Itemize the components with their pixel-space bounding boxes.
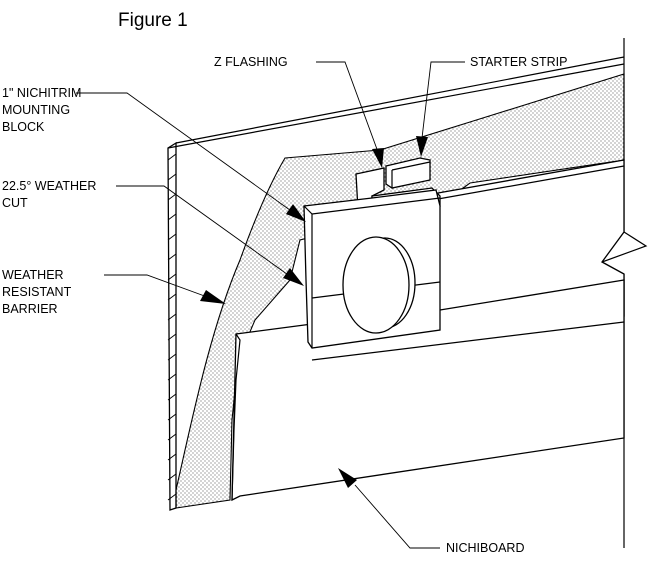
figure-title: Figure 1 xyxy=(118,10,188,31)
label-z-flashing: Z FLASHING xyxy=(214,55,288,69)
label-mounting-block-line3: BLOCK xyxy=(2,120,45,134)
label-barrier-line1: WEATHER xyxy=(2,268,64,282)
label-mounting-block-line1: 1" NICHITRIM xyxy=(2,86,81,100)
label-starter-strip: STARTER STRIP xyxy=(470,55,567,69)
label-mounting-block-line2: MOUNTING xyxy=(2,103,70,117)
label-barrier-line2: RESISTANT xyxy=(2,285,72,299)
mounting-block xyxy=(303,189,441,349)
label-nichiboard: NICHIBOARD xyxy=(446,541,524,555)
label-weather-cut-line1: 22.5° WEATHER xyxy=(2,179,96,193)
weather-resistant-barrier xyxy=(175,73,625,509)
label-barrier-line3: BARRIER xyxy=(2,302,58,316)
starter-strip xyxy=(385,157,431,189)
callouts xyxy=(76,61,465,549)
label-weather-cut-line2: CUT xyxy=(2,196,28,210)
